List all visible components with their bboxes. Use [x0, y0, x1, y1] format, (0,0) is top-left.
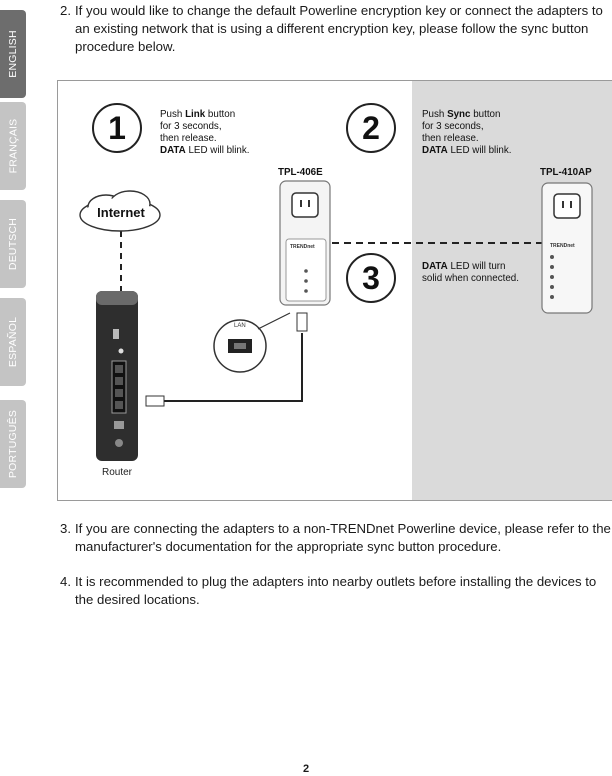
tab-portugues[interactable]: PORTUGUÊS — [0, 400, 26, 488]
text-line: manufacturer's documentation for the app… — [75, 539, 502, 554]
text-line: an existing network that is using a diff… — [75, 21, 589, 36]
tab-deutsch[interactable]: DEUTSCH — [0, 200, 26, 288]
text-line: It is recommended to plug the adapters i… — [75, 574, 597, 589]
item-number: 2. — [60, 3, 71, 18]
rj45-connector-icon — [145, 312, 308, 407]
tab-portugues-label: PORTUGUÊS — [7, 409, 19, 479]
step-1-text: Push Link button for 3 seconds, then rel… — [160, 109, 250, 156]
tpl-410ap-adapter-icon — [541, 182, 593, 314]
page-number: 2 — [302, 763, 310, 775]
tab-espanol[interactable]: ESPAÑOL — [0, 298, 26, 386]
text-line: If you are connecting the adapters to a … — [75, 521, 611, 536]
tab-espanol-label: ESPAÑOL — [7, 316, 20, 368]
step-1-badge: 1 — [92, 103, 142, 153]
tab-english[interactable]: ENGLISH — [0, 10, 26, 98]
device1-label: TPL-406E — [278, 167, 323, 178]
item-number: 4. — [60, 574, 71, 589]
internet-label: Internet — [97, 205, 145, 220]
step-3-badge: 3 — [346, 253, 396, 303]
device2-label: TPL-410AP — [540, 167, 592, 178]
step-2-badge: 2 — [346, 103, 396, 153]
tab-francais[interactable]: FRANÇAIS — [0, 102, 26, 190]
internet-cloud-icon — [79, 190, 161, 232]
text-line: the desired locations. — [75, 592, 200, 607]
ethernet-cable — [162, 333, 303, 402]
tab-english-label: ENGLISH — [7, 30, 19, 78]
lan-port-zoom-icon — [213, 312, 291, 373]
lan-label: LAN — [234, 323, 246, 329]
router-icon — [96, 291, 138, 461]
instruction-item-3: 3. If you are connecting the adapters to… — [60, 520, 612, 556]
device2-logo: TRENDnet — [550, 243, 575, 249]
step-3-text: DATA LED will turn solid when connected. — [422, 261, 519, 284]
item-number: 3. — [60, 521, 71, 536]
text-line: If you would like to change the default … — [75, 3, 603, 18]
instruction-item-2: 2. If you would like to change the defau… — [60, 2, 612, 56]
tab-deutsch-label: DEUTSCH — [7, 217, 19, 271]
router-label: Router — [102, 467, 133, 478]
step-2-text: Push Sync button for 3 seconds, then rel… — [422, 109, 512, 156]
tab-francais-label: FRANÇAIS — [7, 118, 20, 174]
text-line: procedure below. — [75, 39, 176, 54]
device1-logo: TRENDnet — [290, 244, 315, 250]
tpl-406e-adapter-icon — [279, 180, 331, 306]
instruction-item-4: 4. It is recommended to plug the adapter… — [60, 573, 612, 609]
diagram-drawing — [79, 180, 593, 461]
sync-diagram: Internet TRENDnet TRENDnet LAN 1 2 3 Pus… — [57, 80, 612, 501]
